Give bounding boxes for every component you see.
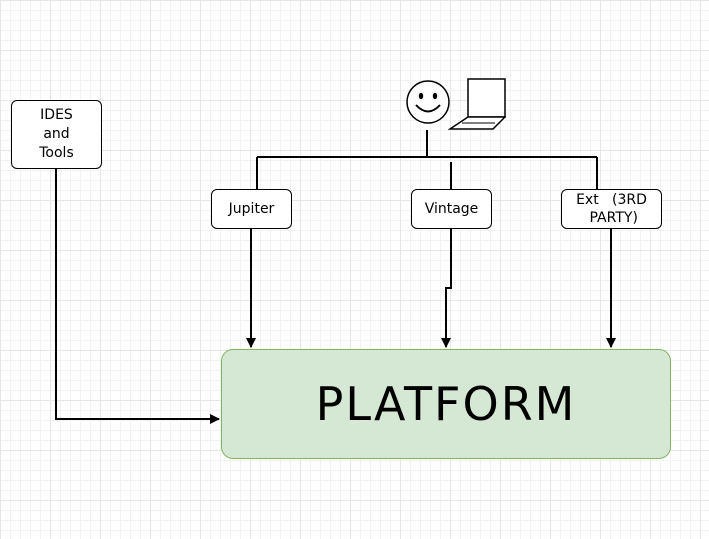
platform-node[interactable]: PLATFORM [221,349,671,459]
smiley-face-icon[interactable] [404,78,452,126]
ides-and-tools-node[interactable]: IDES and Tools [11,100,102,169]
ext-third-party-label: Ext (3RD PARTY) [576,192,647,226]
platform-label: PLATFORM [315,376,577,431]
laptop-icon[interactable] [448,78,506,130]
vintage-node[interactable]: Vintage [411,189,492,229]
ides-and-tools-label: IDES and Tools [39,107,74,161]
ext-third-party-node[interactable]: Ext (3RD PARTY) [561,189,662,229]
ides-to-platform-arrow [55,169,220,424]
jupiter-label: Jupiter [228,200,275,217]
vintage-label: Vintage [424,200,479,217]
vintage-to-platform-arrow [441,229,452,348]
jupiter-node[interactable]: Jupiter [211,189,292,229]
